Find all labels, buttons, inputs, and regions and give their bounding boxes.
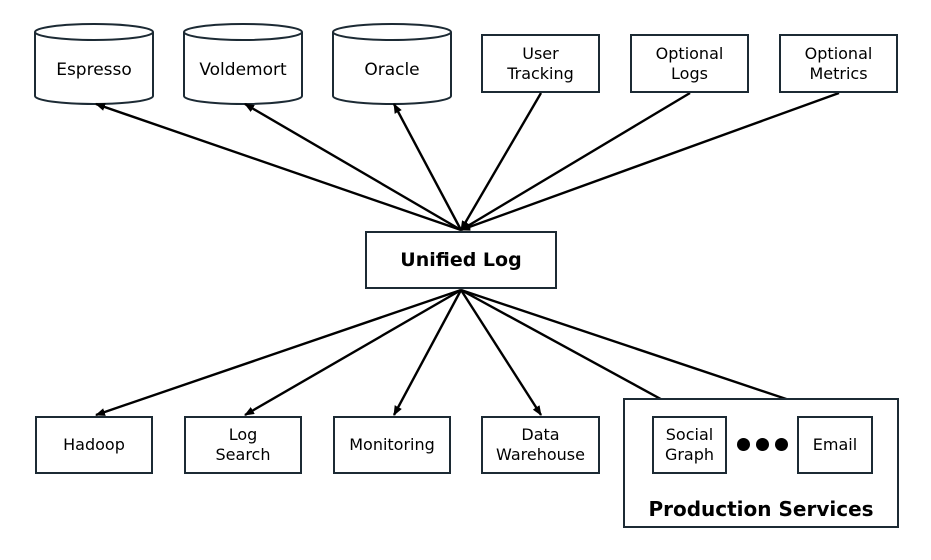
arrow-from-user-tracking (459, 92, 543, 231)
optional-logs-line1: Optional (655, 43, 724, 63)
arrow-to-social-graph (460, 288, 691, 417)
ellipsis-dot (775, 438, 788, 451)
arrow-to-espresso (95, 102, 462, 232)
arrow-to-voldemort (244, 102, 462, 232)
unified-log-node: Unified Log (365, 231, 557, 289)
arrow-to-log-search (244, 288, 462, 417)
arrow-from-optional-logs (460, 91, 691, 232)
log-search-line1: Log (228, 425, 258, 444)
ellipsis-dot (737, 438, 750, 451)
arrow-from-optional-metrics (460, 91, 840, 232)
optional-metrics-line2: Metrics (809, 63, 868, 83)
email-line1: Email (812, 435, 858, 454)
hadoop-line1: Hadoop (63, 435, 125, 454)
arrow-to-email (460, 288, 835, 417)
optional-logs-line2: Logs (671, 63, 708, 83)
optional-metrics-line1: Optional (804, 43, 873, 63)
database-cylinder-espresso (34, 23, 154, 105)
sink-hadoop: Hadoop (35, 416, 153, 474)
db-voldemort-label: Voldemort (199, 60, 287, 80)
database-cylinder-voldemort (183, 23, 303, 105)
user-tracking-line1: User (522, 43, 559, 63)
user-tracking-line2: Tracking (507, 63, 574, 83)
arrow-to-oracle (392, 103, 463, 231)
db-espresso-label: Espresso (56, 60, 132, 80)
production-services-title: Production Services (648, 497, 874, 521)
ellipsis-dot (756, 438, 769, 451)
db-oracle-label: Oracle (364, 60, 420, 80)
social-graph-line2: Graph (664, 445, 715, 464)
monitoring-line1: Monitoring (349, 435, 435, 454)
sink-monitoring: Monitoring (333, 416, 451, 474)
database-cylinder-oracle (332, 23, 452, 105)
arrow-to-data-warehouse (459, 289, 543, 416)
arrow-to-monitoring (392, 289, 463, 416)
data-warehouse-line2: Warehouse (496, 445, 585, 464)
service-email: Email (797, 416, 873, 474)
log-search-line2: Search (215, 445, 271, 464)
arrow-to-hadoop (95, 288, 462, 417)
data-warehouse-line1: Data (521, 425, 560, 444)
social-graph-line1: Social (665, 425, 714, 444)
